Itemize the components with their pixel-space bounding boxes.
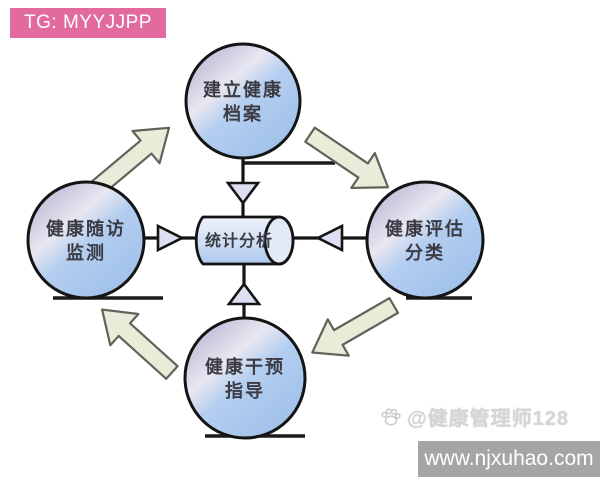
node-bottom-label-line2: 指导 (225, 380, 265, 401)
arrowhead-left-icon (315, 223, 344, 253)
connector-arrowheads (156, 181, 344, 306)
cycle-arrow-right-to-bottom-icon (311, 297, 400, 357)
arrowhead-right-icon (156, 223, 185, 253)
node-top-label-line1: 建立健康 (203, 79, 283, 100)
arrowhead-up-icon (226, 281, 262, 306)
cycle-arrow-top-to-right-icon (304, 126, 390, 190)
node-circles (26, 42, 485, 440)
node-bottom-label-line1: 健康干预 (205, 356, 285, 377)
center-cylinder-label: 统计分析 (205, 231, 273, 250)
cycle-arrow-bottom-to-left-icon (100, 308, 179, 380)
node-right-circle (365, 180, 485, 300)
center-cylinder (194, 215, 295, 266)
telegram-watermark-badge: TG: MYYJJPP (10, 8, 166, 38)
author-watermark: @健康管理师128 (381, 402, 569, 431)
author-watermark-label: @健康管理师128 (407, 408, 569, 430)
arrowhead-down-icon (225, 181, 261, 206)
node-left-label-line1: 健康随访 (46, 218, 126, 239)
node-labels: 建立健康 档案 健康随访 监测 健康评估 分类 健康干预 指导 统计分析 (46, 79, 465, 401)
node-left-label-line2: 监测 (66, 242, 106, 263)
node-right-label-line1: 健康评估 (385, 218, 465, 239)
paw-icon (381, 407, 401, 426)
node-bottom-circle (183, 316, 307, 440)
node-top-circle (184, 42, 302, 160)
node-left-circle (26, 180, 146, 300)
cylinder-end-cap (263, 215, 295, 266)
node-top-label-line2: 档案 (223, 103, 263, 124)
website-watermark-bar: www.njxuhao.com (418, 441, 600, 477)
cycle-block-arrows (90, 126, 400, 380)
website-watermark-label: www.njxuhao.com (424, 447, 594, 470)
telegram-watermark-label: TG: MYYJJPP (24, 12, 152, 33)
node-right-label-line2: 分类 (405, 242, 445, 263)
